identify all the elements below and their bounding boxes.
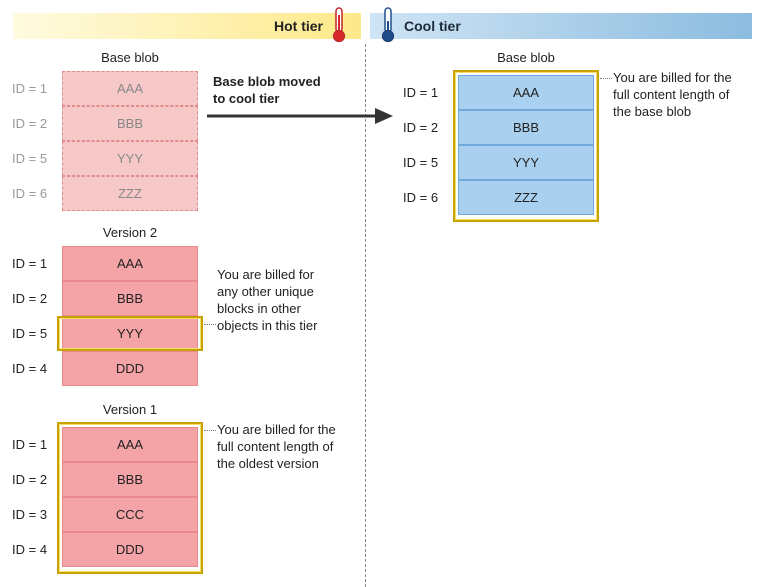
- note-line: You are billed for: [217, 267, 315, 282]
- block-cell: YYY: [458, 145, 594, 180]
- cool-tier-label: Cool tier: [404, 18, 461, 34]
- cool-note-leader: [600, 78, 612, 79]
- block-id: ID = 3: [12, 507, 48, 522]
- block-id: ID = 2: [12, 472, 48, 487]
- block-id: ID = 6: [403, 190, 439, 205]
- note-line: You are billed for the: [217, 422, 336, 437]
- block-id: ID = 2: [12, 291, 48, 306]
- version1-billed-highlight: [57, 422, 203, 574]
- block-cell: AAA: [62, 71, 198, 106]
- hot-base-blob-title: Base blob: [101, 50, 159, 65]
- thermometer-cool-icon: [381, 7, 395, 43]
- note-line: full content length of: [613, 87, 730, 102]
- block-id: ID = 4: [12, 542, 48, 557]
- block-id: ID = 5: [403, 155, 439, 170]
- version1-note: You are billed for the full content leng…: [217, 421, 336, 472]
- block-cell: ZZZ: [458, 180, 594, 215]
- block-cell: BBB: [62, 281, 198, 316]
- block-id: ID = 6: [12, 186, 48, 201]
- note-line: the base blob: [613, 104, 692, 119]
- note-line: objects in this tier: [217, 318, 318, 333]
- block-id: ID = 1: [12, 256, 48, 271]
- version1-note-leader: [204, 430, 216, 431]
- block-id: ID = 1: [12, 81, 48, 96]
- block-id: ID = 1: [403, 85, 439, 100]
- cool-base-blob-title: Base blob: [497, 50, 555, 65]
- cool-base-blob-billed-highlight: [453, 70, 599, 222]
- block-cell: BBB: [62, 462, 198, 497]
- version2-title: Version 2: [102, 225, 158, 240]
- note-line: blocks in other: [217, 301, 301, 316]
- block-cell: CCC: [62, 497, 198, 532]
- transition-label-line2: to cool tier: [213, 91, 280, 106]
- block-cell: AAA: [458, 75, 594, 110]
- block-cell: AAA: [62, 427, 198, 462]
- block-id: ID = 4: [12, 361, 48, 376]
- cool-base-blob-note: You are billed for the full content leng…: [613, 69, 732, 120]
- block-cell: ZZZ: [62, 176, 198, 211]
- block-cell: YYY: [62, 141, 198, 176]
- hot-tier-label: Hot tier: [274, 18, 323, 34]
- block-cell: DDD: [62, 351, 198, 386]
- version2-note: You are billed for any other unique bloc…: [217, 266, 317, 334]
- version2-unique-block-highlight: [57, 316, 203, 351]
- transition-arrow: [207, 108, 393, 124]
- block-id: ID = 5: [12, 326, 48, 341]
- tier-divider: [365, 44, 366, 587]
- note-line: any other unique: [217, 284, 314, 299]
- note-line: You are billed for the: [613, 70, 732, 85]
- thermometer-hot-icon: [332, 7, 346, 43]
- note-line: full content length of: [217, 439, 334, 454]
- note-line: the oldest version: [217, 456, 319, 471]
- block-id: ID = 1: [12, 437, 48, 452]
- block-id: ID = 2: [12, 116, 48, 131]
- hot-tier-header: Hot tier: [13, 7, 361, 43]
- block-id: ID = 2: [403, 120, 439, 135]
- block-cell: BBB: [62, 106, 198, 141]
- block-id: ID = 5: [12, 151, 48, 166]
- version2-note-leader: [204, 324, 216, 325]
- block-cell: BBB: [458, 110, 594, 145]
- block-cell: DDD: [62, 532, 198, 567]
- version1-title: Version 1: [102, 402, 158, 417]
- transition-label-line1: Base blob moved: [213, 74, 321, 89]
- transition-label: Base blob moved to cool tier: [213, 73, 321, 107]
- cool-tier-header: Cool tier: [370, 7, 752, 43]
- block-cell: AAA: [62, 246, 198, 281]
